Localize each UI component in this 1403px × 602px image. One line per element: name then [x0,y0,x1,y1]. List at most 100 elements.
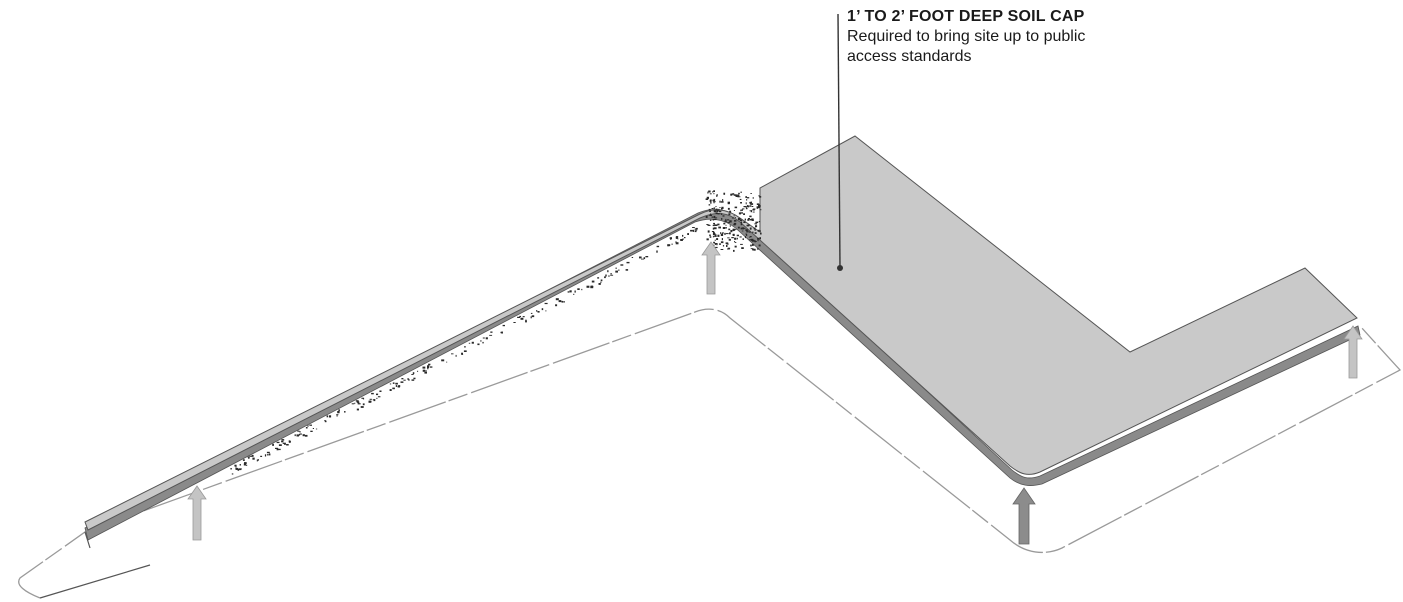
soil-speck [530,316,532,319]
soil-speck [461,354,464,355]
soil-speck [727,201,730,204]
soil-speck [750,193,752,194]
soil-speck [239,464,241,466]
soil-speck [237,468,240,471]
soil-cap-surface [84,135,1358,531]
soil-speck [737,194,739,196]
soil-speck [315,428,318,430]
soil-speck [712,219,715,221]
soil-speck [758,205,761,208]
soil-speck [489,334,493,336]
soil-speck [455,354,457,357]
soil-speck [604,276,606,279]
soil-speck [724,220,727,223]
soil-speck [726,243,729,245]
soil-speck [733,215,735,217]
soil-speck [446,361,448,363]
soil-speck [555,298,559,301]
soil-speck [567,291,570,293]
soil-speck [749,219,752,221]
soil-speck [625,269,629,271]
soil-speck [389,383,392,385]
soil-speck [355,400,359,402]
soil-speck [369,398,372,400]
soil-speck [714,235,717,237]
soil-speck [645,256,649,258]
soil-speck [733,223,736,226]
soil-speck [737,195,740,198]
soil-speck [709,200,712,202]
soil-speck [357,403,361,405]
soil-speck [709,219,712,221]
soil-speck [746,231,749,233]
soil-speck [328,415,332,418]
soil-speck [362,397,365,400]
soil-speck [721,218,723,220]
soil-speck [716,209,719,212]
soil-speck [296,434,299,437]
soil-speck [723,222,726,225]
soil-speck [756,203,760,205]
soil-speck [242,459,245,461]
soil-speck [722,199,724,202]
soil-speck [461,352,463,355]
soil-speck [243,463,247,466]
soil-speck [392,382,395,384]
soil-speck [558,300,562,303]
soil-speck [299,431,301,433]
up-arrow-icon [187,485,207,541]
soil-speck [631,257,634,258]
soil-speck [759,237,761,240]
soil-speck [338,409,340,412]
soil-speck [742,208,745,210]
soil-speck [520,317,524,320]
soil-speck [755,221,759,223]
soil-speck [680,239,683,241]
soil-speck [537,311,540,313]
soil-speck [740,243,743,245]
soil-speck [725,233,729,235]
soil-speck [731,237,734,239]
soil-speck [740,212,743,214]
soil-speck [615,270,618,273]
soil-speck [694,230,697,233]
soil-speck [643,257,646,260]
soil-speck [749,236,751,238]
soil-speck [734,237,737,240]
soil-speck [463,350,467,352]
soil-speck [737,226,740,229]
soil-speck [755,225,758,228]
soil-speck [309,424,312,426]
soil-speck [281,439,285,441]
soil-speck [719,207,721,208]
soil-speck [708,204,711,206]
soil-speck [713,222,715,225]
soil-speck [600,281,602,284]
soil-speck [620,264,624,266]
soil-speck [709,236,712,238]
soil-speck [736,237,738,240]
soil-speck [687,233,689,235]
soil-speck [758,244,761,247]
soil-speck [717,213,720,215]
soil-speck [424,371,427,374]
soil-speck [714,217,718,219]
soil-speck [376,393,379,396]
soil-speck [738,212,741,215]
soil-speck [281,440,284,443]
soil-speck [598,283,601,285]
soil-speck [713,201,715,204]
soil-speck [401,378,404,380]
soil-speck [356,408,359,411]
soil-speck [707,230,710,233]
soil-speck [714,233,716,235]
soil-speck [758,221,761,223]
soil-speck [748,205,750,208]
soil-speck [738,192,740,195]
soil-speck [294,434,296,437]
soil-speck [739,218,741,221]
soil-speck [302,434,305,437]
soil-speck [727,222,730,224]
soil-speck [745,205,747,208]
soil-speck [745,207,748,210]
